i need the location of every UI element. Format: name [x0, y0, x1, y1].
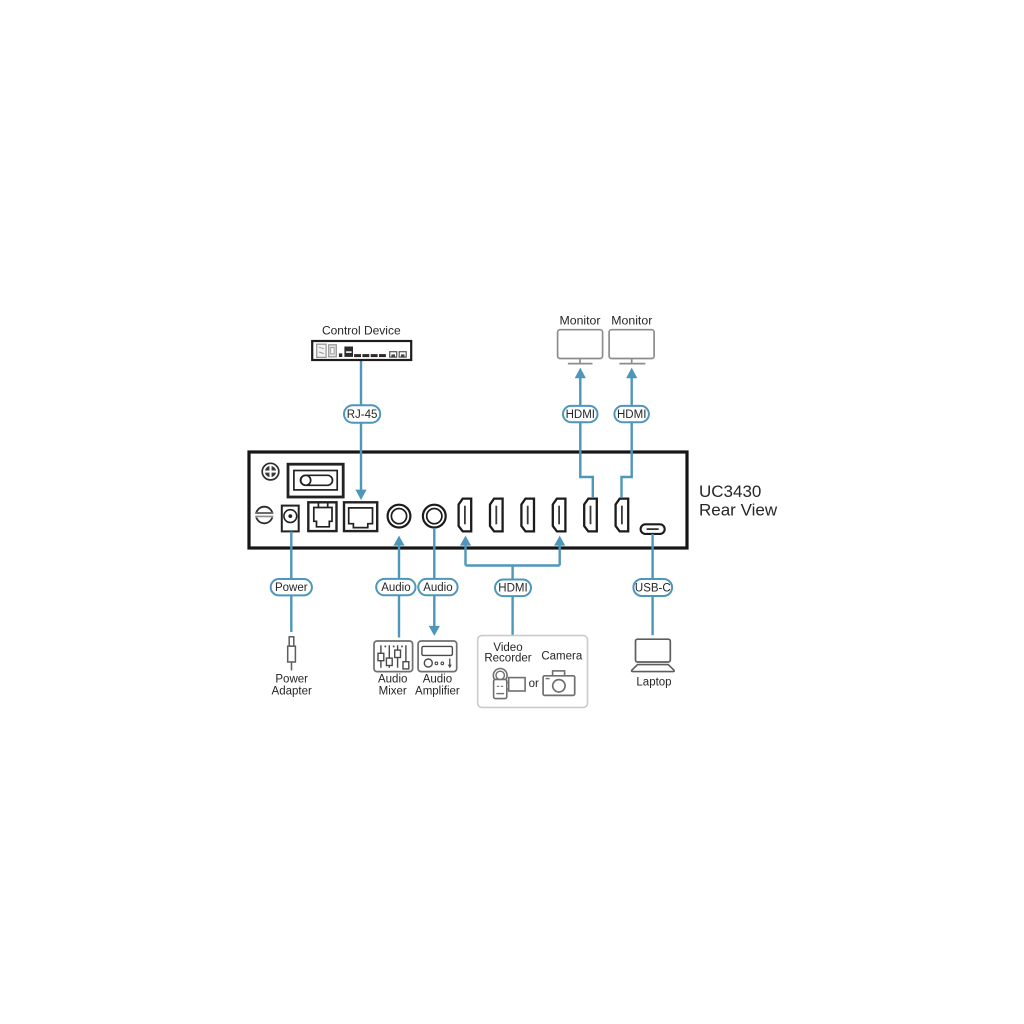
svg-text:Laptop: Laptop	[636, 676, 671, 688]
svg-text:Video: Video	[493, 642, 522, 654]
svg-text:Mixer: Mixer	[379, 686, 407, 698]
svg-text:Camera: Camera	[541, 650, 583, 662]
svg-text:HDMI: HDMI	[617, 409, 646, 421]
svg-text:Audio: Audio	[423, 674, 452, 686]
svg-text:or: or	[529, 678, 539, 690]
svg-text:RJ-45: RJ-45	[347, 409, 378, 421]
svg-text:Rear View: Rear View	[699, 501, 778, 520]
svg-text:HDMI: HDMI	[498, 583, 527, 595]
svg-text:USB-C: USB-C	[635, 583, 671, 595]
svg-text:Audio: Audio	[378, 674, 407, 686]
svg-text:Audio: Audio	[381, 582, 410, 594]
svg-text:Recorder: Recorder	[484, 652, 531, 664]
svg-text:HDMI: HDMI	[566, 409, 595, 421]
svg-text:Audio: Audio	[423, 582, 452, 594]
svg-text:Monitor: Monitor	[611, 313, 652, 327]
svg-text:Amplifier: Amplifier	[415, 686, 460, 698]
svg-text:Power: Power	[275, 582, 308, 594]
svg-text:Monitor: Monitor	[559, 313, 600, 327]
svg-text:Control Device: Control Device	[322, 323, 401, 337]
svg-text:Power: Power	[275, 674, 308, 686]
svg-text:Adapter: Adapter	[272, 686, 312, 698]
svg-text:UC3430: UC3430	[699, 482, 761, 501]
